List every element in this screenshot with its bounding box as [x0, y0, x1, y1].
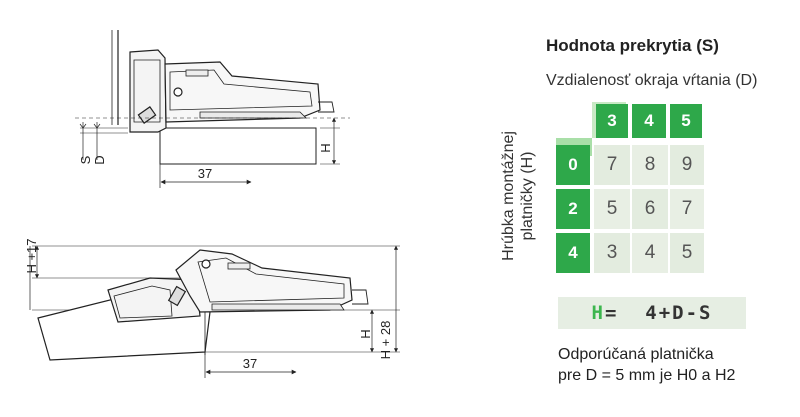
value-cell: 8 [632, 145, 668, 185]
value-cell: 9 [670, 145, 704, 185]
drilling-distance-label: Vzdialenosť okraja vŕtania (D) [546, 72, 758, 89]
note-line2: pre D = 5 mm je H0 a H2 [558, 367, 736, 384]
value-cell: 7 [594, 145, 630, 185]
top-door-plate [159, 127, 317, 165]
plate-thickness-label-line2: platničky (H) [519, 151, 536, 241]
col-header-5: 5 [670, 104, 702, 138]
row-header-4: 4 [556, 233, 590, 273]
value-cell: 4 [632, 233, 668, 273]
value-cell: 6 [632, 189, 668, 229]
row-header-2: 2 [556, 189, 590, 229]
value-cell: 3 [594, 233, 630, 273]
formula-box: H= 4+D-S [558, 297, 746, 329]
note-line1: Odporúčaná platnička [558, 346, 714, 363]
plate-thickness-label-line1: Hrúbka montážnej [500, 131, 517, 261]
col-header-3: 3 [596, 104, 628, 138]
bottom-label-h17: H +17 [24, 238, 39, 273]
top-label-h: H [318, 143, 333, 152]
row-header-0: 0 [556, 145, 590, 185]
bottom-label-h28: H + 28 [378, 321, 393, 360]
value-cell: 7 [670, 189, 704, 229]
value-cell: 5 [670, 233, 704, 273]
hinge-drawing: S D H 37 H +17 H H + 28 37 [24, 30, 400, 378]
top-dim-37: 37 [198, 166, 212, 181]
formula-h: H [591, 302, 605, 324]
formula-rhs: = 4+D-S [604, 302, 713, 324]
bottom-hinge-view [29, 245, 400, 378]
top-hinge-view [75, 30, 350, 188]
overlay-title: Hodnota prekrytia (S) [546, 36, 719, 55]
top-label-s: S [78, 155, 93, 164]
top-label-d: D [92, 155, 107, 164]
col-header-4: 4 [632, 104, 666, 138]
value-cell: 5 [594, 189, 630, 229]
bottom-dim-37: 37 [243, 356, 257, 371]
recommendation-note: Odporúčaná platnička pre D = 5 mm je H0 … [558, 344, 735, 386]
bottom-label-h: H [358, 329, 373, 338]
